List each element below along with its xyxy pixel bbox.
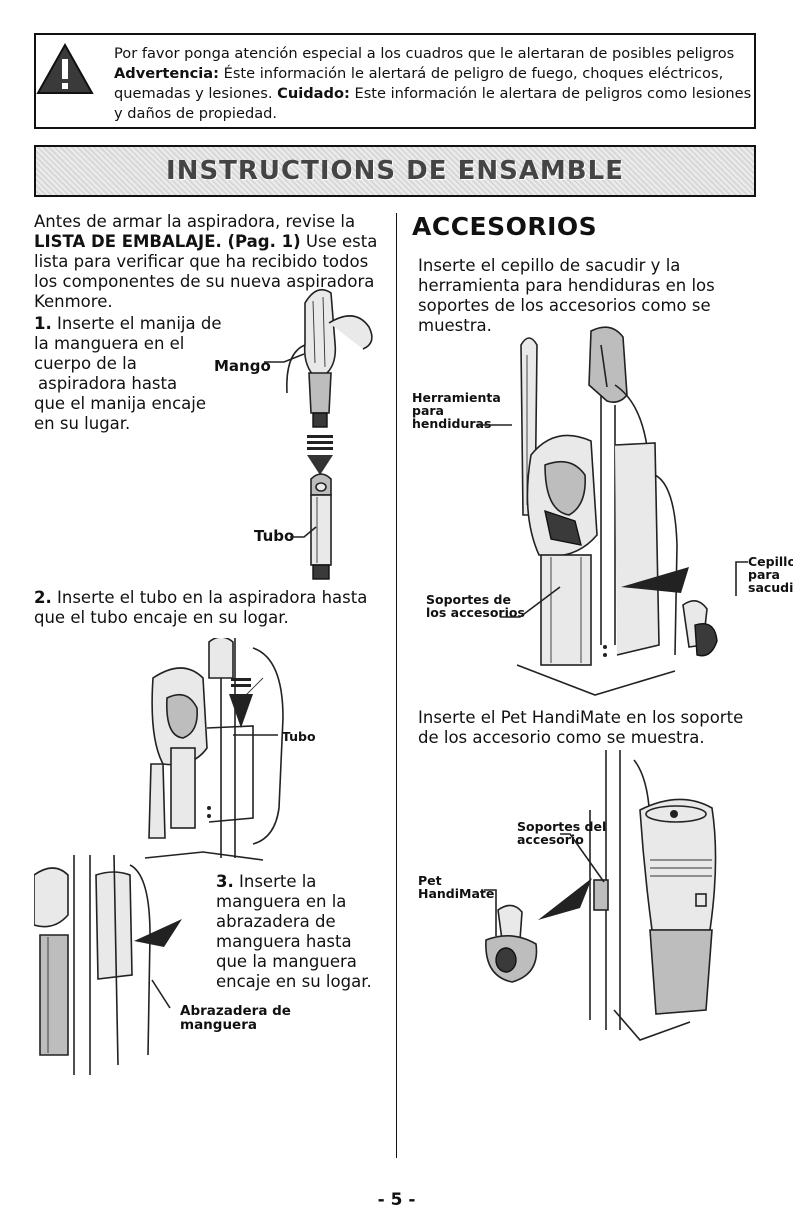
label-tubo-2: Tubo: [282, 729, 316, 744]
label-cepillo: Cepillo para sacudir: [748, 554, 793, 595]
accesorios-paragraph: Inserte el cepillo de sacudir y la herra…: [418, 256, 715, 335]
leader-line-soportes: [500, 586, 561, 618]
label-tubo: Tubo: [254, 527, 295, 545]
leader-line-mango: [264, 353, 305, 363]
warning-triangle-icon: [36, 43, 94, 94]
accessory-holders-illustration: [516, 326, 718, 696]
warning-text: Por favor ponga atención especial a los …: [114, 45, 752, 122]
column-divider: [396, 213, 397, 1158]
accesorios-heading: ACCESORIOS: [412, 212, 598, 241]
label-soportes-del: Soportes del accesorio: [517, 819, 607, 847]
label-soportes: Soportes de los accesorios: [426, 592, 525, 620]
label-pet-handimate: Pet HandiMate: [418, 873, 495, 901]
step-2-text: 2. Inserte el tubo en la aspiradora hast…: [34, 588, 368, 627]
hose-clip-illustration: [34, 855, 182, 1075]
leader-line-herramienta: [478, 424, 512, 426]
leader-line-soportes-del: [560, 833, 605, 883]
section-title: INSTRUCTIONS DE ENSAMBLE: [166, 156, 624, 186]
section-title-banner: INSTRUCTIONS DE ENSAMBLE: [34, 145, 756, 197]
page-number: - 5 -: [377, 1190, 416, 1210]
pet-handimate-paragraph: Inserte el Pet HandiMate en los soporte …: [418, 708, 744, 747]
leader-line-tubo-2: [233, 734, 278, 736]
pet-handimate-illustration: [485, 750, 717, 1041]
leader-line-pet-handimate: [484, 889, 497, 936]
leader-line-tubo: [290, 526, 317, 538]
hose-handle-tube-illustration: [286, 288, 373, 580]
leader-line-abrazadera: [151, 979, 171, 1009]
step-3-text: 3. Inserte la manguera en la abrazadera …: [216, 872, 372, 991]
label-herramienta: Herramienta para hendiduras: [412, 390, 501, 431]
warning-box: Por favor ponga atención especial a los …: [34, 33, 756, 129]
step-1-text: 1. Inserte el manija de la manguera en e…: [34, 314, 222, 433]
label-abrazadera: Abrazadera de manguera: [180, 1003, 291, 1033]
label-mango: Mango: [214, 357, 271, 375]
intro-paragraph: Antes de armar la aspiradora, revise la …: [34, 212, 378, 311]
tube-into-vacuum-illustration: [144, 638, 284, 861]
leader-line-cepillo: [735, 561, 748, 596]
